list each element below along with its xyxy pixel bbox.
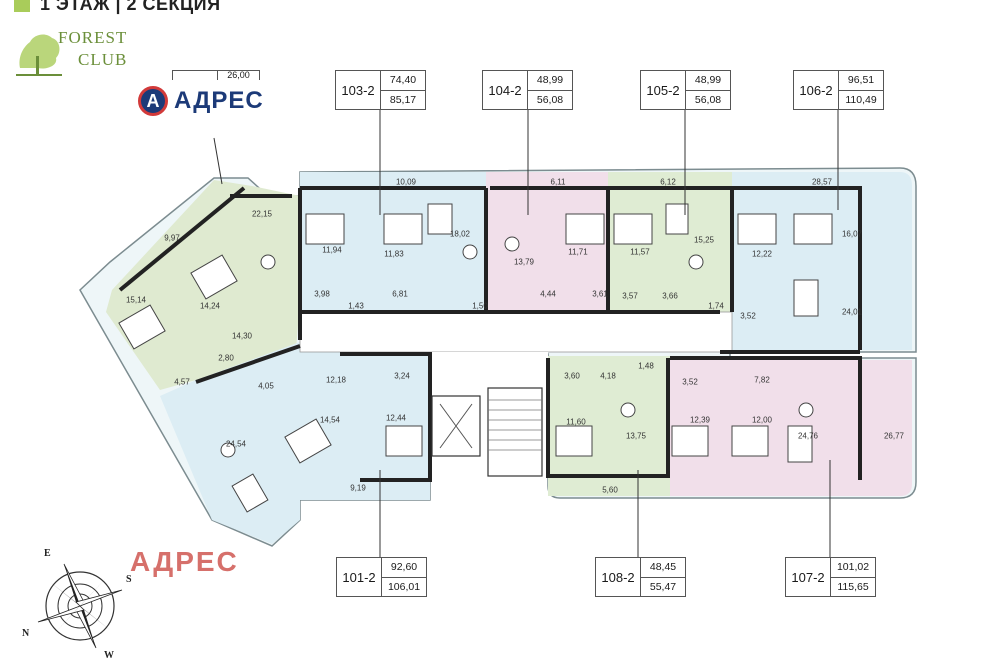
room-area: 4,05 xyxy=(258,381,274,391)
room-area: 14,54 xyxy=(319,415,341,425)
room-area: 3,61 xyxy=(592,289,608,299)
unit-living-area: 48,45 xyxy=(641,558,685,578)
unit-callout-108-2[interactable]: 108-2 48,45 55,47 xyxy=(595,557,686,597)
unit-living-area: 48,99 xyxy=(686,71,730,91)
room-area: 12,00 xyxy=(751,415,773,425)
room-area: 24,01 xyxy=(841,307,863,317)
adres-logo: А АДРЕС xyxy=(138,86,264,116)
room-area: 13,75 xyxy=(625,431,647,441)
room-area: 24,54 xyxy=(225,439,247,449)
unit-total-area: 115,65 xyxy=(837,580,869,593)
unit-total-area: 55,47 xyxy=(649,580,677,593)
unit-total-area: 106,01 xyxy=(387,580,421,593)
room-area: 6,12 xyxy=(660,177,676,187)
room-area: 15,14 xyxy=(125,295,147,305)
room-area: 28,57 xyxy=(811,177,833,187)
room-area: 3,98 xyxy=(314,289,330,299)
compass-icon xyxy=(37,563,123,649)
room-area: 13,79 xyxy=(513,257,535,267)
room-area: 3,52 xyxy=(682,377,698,387)
room-area: 3,24 xyxy=(394,371,410,381)
unit-living-area: 74,40 xyxy=(381,71,425,91)
room-area: 2,80 xyxy=(218,353,234,363)
compass-rose: E S N W xyxy=(20,548,140,662)
unit-total-area: 56,08 xyxy=(536,93,564,106)
unit-number: 107-2 xyxy=(786,558,831,596)
unit-total-area: 56,08 xyxy=(694,93,722,106)
unit-living-area: 101,02 xyxy=(831,558,875,578)
unit-callout-107-2[interactable]: 107-2 101,02 115,65 xyxy=(785,557,876,597)
room-area: 16,07 xyxy=(841,229,863,239)
room-area: 12,39 xyxy=(689,415,711,425)
room-area: 15,25 xyxy=(693,235,715,245)
room-area: 3,66 xyxy=(662,291,678,301)
unit-number: 101-2 xyxy=(337,558,382,596)
compass-south: S xyxy=(126,574,132,585)
room-area: 12,22 xyxy=(751,249,773,259)
tree-icon xyxy=(16,34,62,76)
room-area: 4,18 xyxy=(600,371,616,381)
adres-watermark-text: АДРЕС xyxy=(130,546,239,577)
adres-logo-text: АДРЕС xyxy=(174,87,264,114)
room-area: 9,97 xyxy=(164,233,180,243)
room-area: 11,71 xyxy=(568,247,588,257)
room-area: 11,83 xyxy=(384,249,404,259)
page-title: 1 ЭТАЖ | 2 СЕКЦИЯ xyxy=(40,0,221,14)
zone-106-2 xyxy=(732,172,912,350)
room-area: 6,11 xyxy=(550,177,566,187)
page-header: 1 ЭТАЖ | 2 СЕКЦИЯ xyxy=(14,0,221,16)
room-area: 14,30 xyxy=(231,331,253,341)
logo-line-2: CLUB xyxy=(78,50,128,69)
room-area: 9,19 xyxy=(350,483,366,493)
adres-logo-icon: А xyxy=(138,86,168,116)
unit-callout-106-2[interactable]: 106-2 96,51 110,49 xyxy=(793,70,884,110)
room-area: 24,76 xyxy=(797,431,819,441)
unit-callout-104-2[interactable]: 104-2 48,99 56,08 xyxy=(482,70,573,110)
room-area: 1,43 xyxy=(348,301,364,311)
unit-callout-101-2[interactable]: 101-2 92,60 106,01 xyxy=(336,557,427,597)
room-area: 3,60 xyxy=(564,371,580,381)
room-area: 1,74 xyxy=(708,301,724,311)
room-area: 26,77 xyxy=(883,431,905,441)
room-area: 12,18 xyxy=(325,375,347,385)
room-area: 22,15 xyxy=(251,209,273,219)
room-area: 7,82 xyxy=(754,375,770,385)
forest-club-logo: FOREST CLUB xyxy=(16,28,146,78)
unit-total-area: 85,17 xyxy=(389,93,417,106)
header-marker xyxy=(14,0,30,12)
room-area: 6,81 xyxy=(392,289,408,299)
unit-living-area: 48,99 xyxy=(528,71,572,91)
partial-callout: 26,00 xyxy=(172,70,260,80)
compass-east: E xyxy=(44,548,51,559)
room-area: 18,02 xyxy=(449,229,471,239)
room-area: 11,60 xyxy=(566,417,586,427)
unit-total-area: 110,49 xyxy=(845,93,877,106)
room-area: 11,94 xyxy=(322,245,342,255)
room-area: 4,44 xyxy=(540,289,556,299)
unit-number: 104-2 xyxy=(483,71,528,109)
unit-number: 103-2 xyxy=(336,71,381,109)
compass-west: W xyxy=(104,650,114,661)
logo-line-1: FOREST xyxy=(58,28,128,47)
unit-living-area: 92,60 xyxy=(382,558,426,578)
room-area: 1,48 xyxy=(638,361,654,371)
unit-callout-103-2[interactable]: 103-2 74,40 85,17 xyxy=(335,70,426,110)
room-area: 11,57 xyxy=(630,247,650,257)
unit-number: 105-2 xyxy=(641,71,686,109)
unit-living-area: 96,51 xyxy=(839,71,883,91)
room-area: 1,50 xyxy=(472,301,488,311)
room-area: 10,09 xyxy=(395,177,417,187)
room-area: 5,60 xyxy=(602,485,618,495)
room-area: 12,44 xyxy=(385,413,407,423)
room-area: 4,57 xyxy=(174,377,190,387)
room-area: 3,52 xyxy=(740,311,756,321)
room-area: 14,24 xyxy=(199,301,221,311)
unit-callout-105-2[interactable]: 105-2 48,99 56,08 xyxy=(640,70,731,110)
room-area: 3,57 xyxy=(622,291,638,301)
unit-number: 108-2 xyxy=(596,558,641,596)
unit-number: 106-2 xyxy=(794,71,839,109)
compass-north: N xyxy=(22,628,30,639)
